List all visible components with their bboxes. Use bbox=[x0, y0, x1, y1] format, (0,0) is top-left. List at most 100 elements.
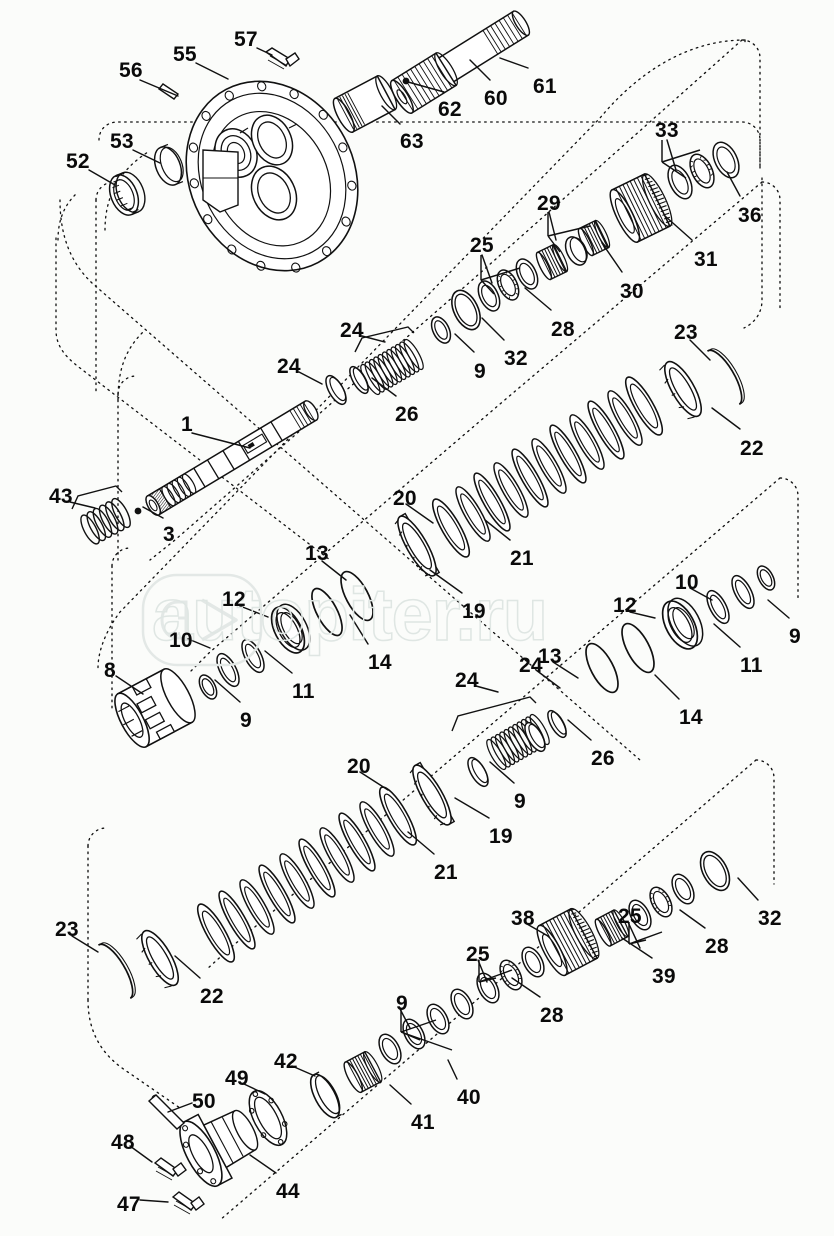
leader-line-19 bbox=[454, 797, 490, 819]
callout-28-needle-thrust-bearing: 28 bbox=[705, 935, 729, 958]
callout-32-shim: 32 bbox=[758, 907, 782, 930]
part-bolt-48 bbox=[153, 1157, 187, 1181]
part-output-housing-44 bbox=[179, 1109, 259, 1188]
dotted-outline-a bbox=[104, 151, 149, 231]
leader-line-9 bbox=[214, 679, 241, 703]
leader-line-22 bbox=[711, 407, 741, 430]
leader-line-9 bbox=[767, 599, 790, 619]
part-seal-cluster-right bbox=[585, 565, 776, 694]
part-input-shaft-61 bbox=[389, 10, 531, 114]
part-spring-43 bbox=[80, 497, 131, 545]
leader-line-49 bbox=[243, 1083, 266, 1095]
callout-23-snap-ring: 23 bbox=[674, 321, 698, 344]
leader-line-28 bbox=[524, 287, 552, 311]
callout-21-clutch-plate: 21 bbox=[510, 547, 534, 570]
leader-line-20 bbox=[359, 771, 389, 791]
leader-line-57 bbox=[256, 47, 273, 56]
callout-3-ball: 3 bbox=[163, 523, 175, 546]
part-bolt-47 bbox=[171, 1191, 205, 1215]
part-ball-3 bbox=[134, 507, 142, 515]
callout-22-backing-plate: 22 bbox=[200, 985, 224, 1008]
leader-line-55 bbox=[195, 62, 229, 80]
part-needle-bearing-39 bbox=[594, 909, 630, 947]
leader-line-40 bbox=[447, 1059, 458, 1080]
leader-line-24 bbox=[475, 685, 499, 693]
leader-line-52 bbox=[88, 169, 116, 186]
callout-13-o-ring: 13 bbox=[538, 645, 562, 668]
part-main-shaft-1 bbox=[145, 400, 319, 516]
callout-26-retaining-ring: 26 bbox=[395, 403, 419, 426]
leader-line-14 bbox=[654, 674, 680, 700]
leader-line-11 bbox=[264, 650, 293, 674]
leader-line-26 bbox=[371, 377, 397, 397]
leader-line-44 bbox=[249, 1154, 277, 1174]
callout-63-needle-roller-bearing: 63 bbox=[400, 130, 424, 153]
callout-40-washer-set: 40 bbox=[457, 1086, 481, 1109]
leader-line-61 bbox=[499, 57, 529, 69]
part-needle-bearing-63 bbox=[332, 74, 398, 134]
leader-line-19 bbox=[429, 569, 463, 594]
leader-line-14 bbox=[349, 614, 369, 645]
part-ring-30 bbox=[564, 236, 588, 266]
leader-line-33 bbox=[666, 139, 677, 171]
callout-12-seal-ring: 12 bbox=[222, 588, 246, 611]
callout-8-clutch-hub: 8 bbox=[104, 659, 116, 682]
part-clutch-pack-upper bbox=[394, 348, 745, 577]
part-output-gear-38 bbox=[536, 907, 600, 977]
leader-line-56 bbox=[139, 79, 179, 97]
callout-24-spring-bracket: 24 bbox=[340, 319, 364, 342]
callout-10-washer: 10 bbox=[169, 629, 193, 652]
leader-line-21 bbox=[484, 519, 511, 541]
callout-41-needle-bearing: 41 bbox=[411, 1111, 435, 1134]
leader-line-28 bbox=[511, 977, 541, 998]
callout-36-shim: 36 bbox=[738, 204, 762, 227]
callout-56-roll-pin: 56 bbox=[119, 59, 143, 82]
callout-19-clutch-piston: 19 bbox=[489, 825, 513, 848]
part-dowel-pin-50 bbox=[147, 1094, 186, 1130]
leader-line-29 bbox=[548, 211, 557, 241]
leader-line-38 bbox=[526, 923, 549, 937]
leader-line-36 bbox=[726, 171, 741, 197]
leader-line-24 bbox=[298, 371, 323, 385]
leader-line-9 bbox=[489, 761, 515, 784]
callout-44-output-housing: 44 bbox=[276, 1180, 300, 1203]
callout-24-spring-bracket: 24 bbox=[519, 654, 543, 677]
part-ball-62 bbox=[402, 77, 410, 85]
part-washers-33-36 bbox=[667, 141, 740, 200]
callout-25-washer-set: 25 bbox=[470, 234, 494, 257]
callout-11-washer: 11 bbox=[292, 680, 315, 703]
part-bolt-57 bbox=[264, 47, 300, 70]
leader-line-26 bbox=[567, 719, 592, 741]
leader-line-24 bbox=[535, 669, 561, 689]
leader-line-50 bbox=[167, 1102, 193, 1113]
leader-line-28 bbox=[679, 909, 706, 929]
callout-32-shim: 32 bbox=[504, 347, 528, 370]
callout-61-input-shaft: 61 bbox=[533, 75, 557, 98]
callout-30-spacer-ring: 30 bbox=[620, 280, 644, 303]
callout-10-washer: 10 bbox=[675, 571, 699, 594]
callout-48-bolt: 48 bbox=[111, 1131, 135, 1154]
leader-line-23 bbox=[689, 339, 711, 361]
part-tapered-bearing-52 bbox=[108, 171, 146, 216]
callout-28-needle-thrust-bearing: 28 bbox=[551, 318, 575, 341]
leader-line-42 bbox=[291, 1065, 316, 1077]
callout-9-washer: 9 bbox=[396, 992, 408, 1015]
part-washers-25b bbox=[628, 850, 731, 931]
callout-49-gasket: 49 bbox=[225, 1067, 249, 1090]
leader-line-30 bbox=[601, 242, 623, 273]
part-bearing-cup-53 bbox=[153, 143, 184, 186]
callout-9-washer: 9 bbox=[514, 790, 526, 813]
leader-line-25 bbox=[627, 921, 641, 949]
callout-20-clutch-disc-pack: 20 bbox=[347, 755, 371, 778]
callout-62-ball: 62 bbox=[438, 98, 462, 121]
group-outline-housing bbox=[59, 39, 746, 761]
leader-line-22 bbox=[174, 955, 201, 979]
leader-line-31 bbox=[664, 215, 693, 241]
leader-line-23 bbox=[71, 935, 99, 953]
leader-line-32 bbox=[481, 317, 505, 341]
leader-line-63 bbox=[381, 105, 401, 125]
callout-42-seal: 42 bbox=[274, 1050, 298, 1073]
part-needle-bearings-29 bbox=[535, 219, 611, 281]
leader-line-12 bbox=[629, 611, 656, 619]
callout-24-spring: 24 bbox=[455, 669, 479, 692]
